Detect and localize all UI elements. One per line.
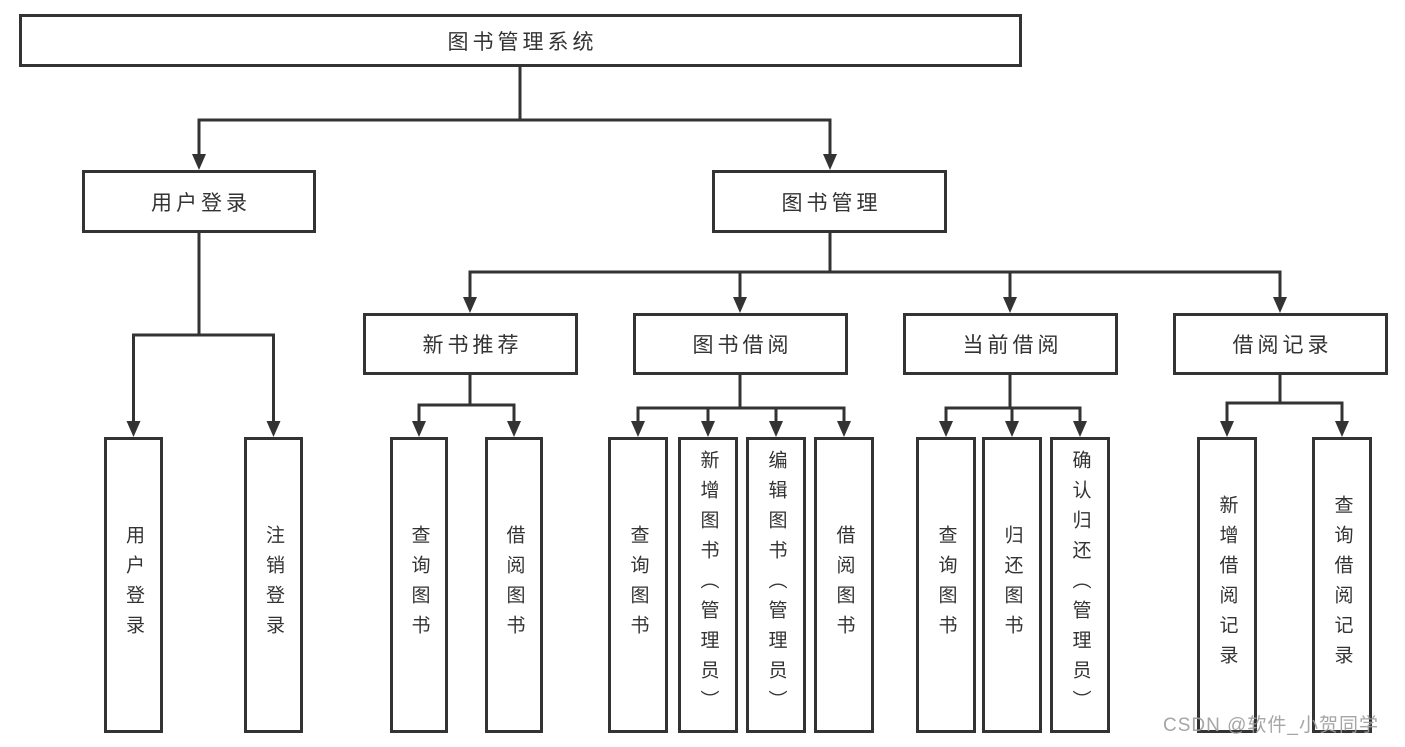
leaf-borrow-borrow-book: 借阅图书 xyxy=(814,437,874,733)
leaf-label: 新增图书（管理员） xyxy=(697,450,719,720)
csdn-watermark: CSDN @软件_小贺同学 xyxy=(1163,715,1379,736)
leaf-label: 新增借阅记录 xyxy=(1216,495,1238,675)
node-book-borrow: 图书借阅 xyxy=(633,313,848,375)
leaf-label: 归还图书 xyxy=(1001,525,1023,645)
node-new-book-recommend: 新书推荐 xyxy=(363,313,578,375)
node-root-library-system: 图书管理系统 xyxy=(19,14,1022,67)
leaf-recommend-query-book: 查询图书 xyxy=(390,437,448,733)
leaf-label: 注销登录 xyxy=(263,525,284,645)
leaf-user-login: 用户登录 xyxy=(104,437,163,733)
leaf-label: 借阅图书 xyxy=(833,525,855,645)
tree-edges xyxy=(132,67,1344,425)
leaf-records-query-record: 查询借阅记录 xyxy=(1312,437,1372,733)
node-current-borrow: 当前借阅 xyxy=(903,313,1118,375)
leaf-borrow-edit-book-admin: 编辑图书（管理员） xyxy=(746,437,806,733)
leaf-current-return-book: 归还图书 xyxy=(982,437,1042,733)
node-user-login: 用户登录 xyxy=(82,170,316,233)
leaf-label: 查询图书 xyxy=(627,525,649,645)
leaf-label: 编辑图书（管理员） xyxy=(765,450,787,720)
node-book-management: 图书管理 xyxy=(712,170,947,233)
leaf-borrow-add-book-admin: 新增图书（管理员） xyxy=(678,437,738,733)
leaf-records-add-record: 新增借阅记录 xyxy=(1197,437,1257,733)
leaf-borrow-query-book: 查询图书 xyxy=(608,437,668,733)
leaf-label: 查询图书 xyxy=(935,525,957,645)
node-borrow-records: 借阅记录 xyxy=(1173,313,1388,375)
leaf-current-query-book: 查询图书 xyxy=(916,437,976,733)
leaf-label: 查询借阅记录 xyxy=(1331,495,1353,675)
leaf-recommend-borrow-book: 借阅图书 xyxy=(485,437,543,733)
leaf-label: 借阅图书 xyxy=(503,525,525,645)
leaf-label: 查询图书 xyxy=(408,525,430,645)
leaf-logout: 注销登录 xyxy=(244,437,303,733)
leaf-current-confirm-return-admin: 确认归还（管理员） xyxy=(1050,437,1110,733)
leaf-label: 用户登录 xyxy=(123,525,144,645)
leaf-label: 确认归还（管理员） xyxy=(1069,450,1091,720)
